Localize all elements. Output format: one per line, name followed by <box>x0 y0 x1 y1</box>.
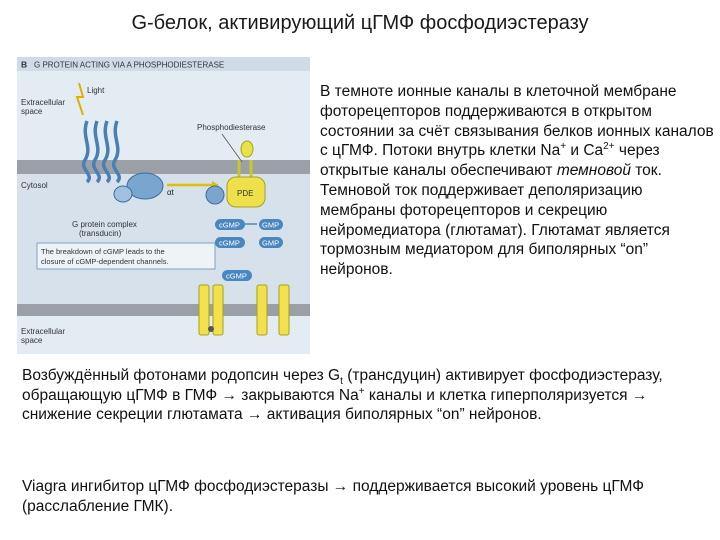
cytosol-label: Cytosol <box>21 181 48 190</box>
gmp-badge-1 <box>259 219 283 230</box>
phosphodiesterase-label: Phosphodiesterase <box>197 123 266 132</box>
cgmp-badge-1 <box>215 219 245 230</box>
extracellular-label-top-1: Extracellular <box>21 98 65 107</box>
para1-sup: + <box>358 385 365 397</box>
pde-enzyme <box>226 140 266 208</box>
extracellular-label-bottom-1: Extracellular <box>21 327 65 336</box>
gprotein-complex-label-2: (transducin) <box>79 229 122 238</box>
para1-part1: Возбуждённый фотонами родопсин через G <box>22 367 341 384</box>
side-text-part1: В темноте ионные каналы в клеточной мемб… <box>320 83 714 160</box>
ion-channel-closed <box>198 284 224 336</box>
extracellular-label-top-2: space <box>21 107 43 116</box>
transducin-complex <box>113 172 164 203</box>
figure-heading: G PROTEIN ACTING VIA A PHOSPHODIESTERASE <box>34 61 224 70</box>
gmp-label-2: GMP <box>262 239 279 248</box>
light-label: Light <box>87 86 105 95</box>
g-protein-pde-diagram: B G PROTEIN ACTING VIA A PHOSPHODIESTERA… <box>17 57 310 354</box>
phosphodiesterase-leader <box>221 133 243 163</box>
breakdown-note-1: The breakdown of cGMP leads to the <box>41 247 165 256</box>
side-text-part4: ток. Темновой ток поддерживает деполяриз… <box>320 162 670 279</box>
para1-sub: t <box>340 376 343 388</box>
ion-channel-open <box>256 284 290 336</box>
membrane-top <box>17 160 310 174</box>
side-text-part3: через открытые каналы обеспечивают <box>320 142 660 180</box>
viagra-paragraph: Viagra ингибитор цГМФ фосфодиэстеразы → … <box>22 478 644 515</box>
pde-label: PDE <box>237 189 253 198</box>
gmp-label-1: GMP <box>262 221 279 230</box>
para1-part2: (трансдуцин) активирует фосфодиэстеразу,… <box>22 367 663 404</box>
membrane-bottom <box>17 304 310 316</box>
side-description: В темноте ионные каналы в клеточной мемб… <box>320 82 715 280</box>
cgmp-label-2: cGMP <box>219 239 240 248</box>
side-text-italic: темновой <box>556 162 631 180</box>
side-text-sup2: 2+ <box>603 141 615 153</box>
gprotein-complex-label-1: G protein complex <box>72 220 137 229</box>
excitation-paragraph: Возбуждённый фотонами родопсин через Gt … <box>22 366 712 425</box>
light-bolt-icon <box>75 82 85 116</box>
side-text-part2: и Ca <box>566 142 604 160</box>
gmp-badge-2 <box>259 237 283 248</box>
cgmp-badge-3 <box>222 270 252 281</box>
cgmp-badge-2 <box>215 237 245 248</box>
slide-title: G-белок, активирующий цГМФ фосфодиэстера… <box>131 12 589 34</box>
side-text-sup1: + <box>560 141 567 153</box>
breakdown-note-box <box>36 242 216 270</box>
figure-heading-bar <box>17 57 310 71</box>
extracellular-label-bottom-2: space <box>21 336 43 345</box>
alpha-t-label: αt <box>167 188 175 197</box>
breakdown-note-2: closure of cGMP-dependent channels. <box>41 257 169 266</box>
cgmp-label-3: cGMP <box>226 272 247 281</box>
rhodopsin-receptor <box>81 120 121 184</box>
cgmp-label-1: cGMP <box>219 221 240 230</box>
panel-letter: B <box>21 60 27 70</box>
para1-part3: каналы и клетка гиперполяризуется → сниж… <box>22 386 648 424</box>
alpha-subunit <box>205 185 225 205</box>
